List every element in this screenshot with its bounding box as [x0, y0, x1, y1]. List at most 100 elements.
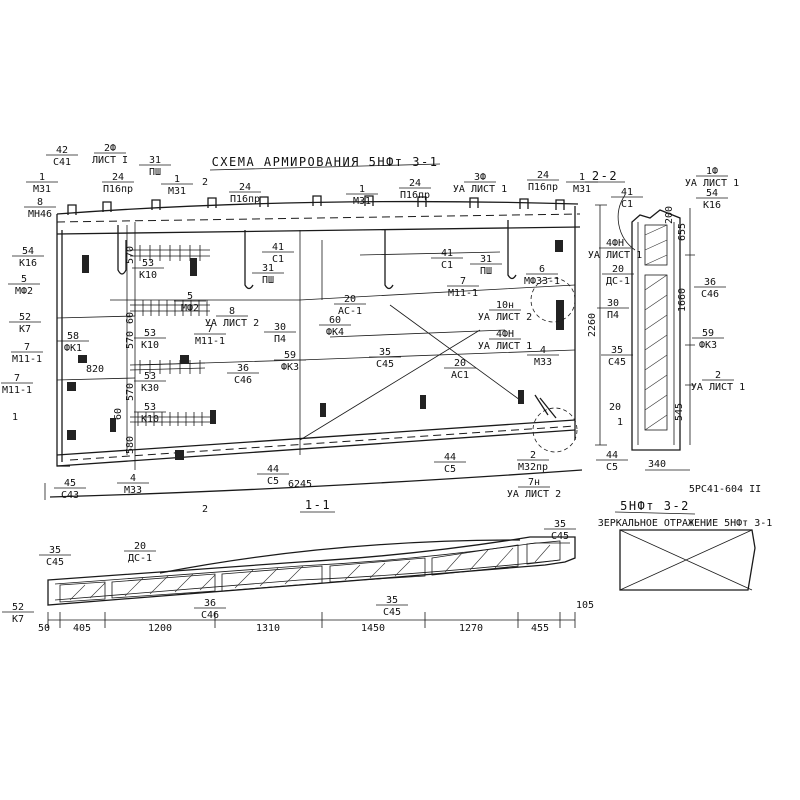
- dimension-value: 405: [73, 623, 91, 634]
- mesh-note: 5РС41-604 II: [689, 484, 761, 495]
- callout-mark: М31: [33, 184, 51, 195]
- callout-mark: ДС-1: [128, 553, 152, 564]
- embedded-plates: [67, 240, 564, 460]
- callout-number: 35: [554, 519, 566, 530]
- callout-number: 6: [539, 264, 545, 275]
- callout-mark: К7: [12, 614, 24, 625]
- callout-number: 41: [272, 242, 284, 253]
- callout-number: 30: [607, 298, 619, 309]
- callout-mark: АС-1: [338, 306, 362, 317]
- mirror-panel-title: 5НФт 3-2: [620, 499, 690, 513]
- callout-mark: ФК4: [326, 327, 344, 338]
- callout-number: 7: [207, 324, 213, 335]
- callout-mark: М11-1: [2, 385, 32, 396]
- callout-number: 35: [611, 345, 623, 356]
- callout-mark: П16пр: [400, 190, 430, 201]
- callout-mark: УА ЛИСТ 1: [685, 178, 739, 189]
- callout-number: 8: [229, 306, 235, 317]
- hooks: [117, 220, 557, 419]
- callout-mark: АС1: [451, 370, 469, 381]
- callout-number: 20: [612, 264, 624, 275]
- callout-number: 2: [715, 370, 721, 381]
- section-1-1: [47, 536, 576, 628]
- callout-number: 53: [142, 258, 154, 269]
- callout-mark: М31: [573, 184, 591, 195]
- callout-mark: К16: [19, 258, 37, 269]
- callout-mark: П16пр: [528, 182, 558, 193]
- dimension-value: 6245: [288, 479, 312, 490]
- callout-number: 5: [187, 291, 193, 302]
- callout-number: 54: [706, 188, 718, 199]
- callout-mark: УА ЛИСТ 2: [478, 312, 532, 323]
- dimension-value: 1200: [148, 623, 172, 634]
- dimension-value: 60: [125, 312, 136, 324]
- callout-number: 54: [22, 246, 34, 257]
- main-panel-elevation: [49, 195, 583, 498]
- cut-mark: 2: [202, 177, 208, 188]
- callout-number: 31: [480, 254, 492, 265]
- dimension-value: 1660: [677, 288, 688, 312]
- section-1-1-title: 1-1: [305, 498, 331, 512]
- dimension-value: 820: [86, 364, 104, 375]
- callout-mark: М33: [534, 357, 552, 368]
- callout-mark: К7: [19, 324, 31, 335]
- callout-mark: С1: [621, 199, 633, 210]
- callout-mark: УА ЛИСТ 1: [588, 250, 642, 261]
- callout-number: 20: [344, 294, 356, 305]
- callout-mark: С45: [551, 531, 569, 542]
- dimension-value: 545: [674, 403, 685, 421]
- callout-mark: УА ЛИСТ 2: [507, 489, 561, 500]
- callout-number: 4ФН: [496, 329, 514, 340]
- callout-number: 7: [14, 373, 20, 384]
- callout-mark: П16пр: [230, 194, 260, 205]
- dimension-value: 50: [38, 623, 50, 634]
- callout-mark: МФ2: [15, 286, 33, 297]
- callout-mark: С46: [234, 375, 252, 386]
- dimension-value: 200: [664, 206, 675, 224]
- section-2-2-title: 2-2: [592, 169, 618, 183]
- callout-number: 7: [24, 342, 30, 353]
- callout-number: 35: [386, 595, 398, 606]
- callout-number: 24: [239, 182, 251, 193]
- callout-number: 31: [149, 155, 161, 166]
- callout-mark: МН46: [28, 209, 52, 220]
- callout-number: 36: [704, 277, 716, 288]
- callout-mark: ФК3: [699, 340, 717, 351]
- callout-mark: К10: [139, 270, 157, 281]
- callout-mark: ФК1: [64, 343, 82, 354]
- callout-mark: К30: [141, 383, 159, 394]
- callout-number: 53: [144, 371, 156, 382]
- dimension-value: 20: [609, 402, 621, 413]
- callout-number: 24: [537, 170, 549, 181]
- callout-number: 53: [144, 328, 156, 339]
- callout-mark: М11-1: [12, 354, 42, 365]
- callout-mark: П16пр: [103, 184, 133, 195]
- callout-number: 42: [56, 145, 68, 156]
- dimension-value: 580: [125, 436, 136, 454]
- dimension-value: 455: [531, 623, 549, 634]
- callout-mark: М11-1: [448, 288, 478, 299]
- callout-number: 10н: [496, 300, 514, 311]
- drawing-title: СХЕМА АРМИРОВАНИЯ 5НФт 3-1: [212, 155, 439, 169]
- callout-number: 36: [204, 598, 216, 609]
- callout-mark: М11-1: [195, 336, 225, 347]
- callout-mark: С46: [701, 289, 719, 300]
- callout-number: 59: [284, 350, 296, 361]
- dimension-value: 60: [113, 408, 124, 420]
- callout-mark: М31: [353, 196, 371, 207]
- callout-mark: С1: [272, 254, 284, 265]
- callout-mark: С45: [383, 607, 401, 618]
- callout-number: 24: [409, 178, 421, 189]
- callout-number: 4: [130, 473, 136, 484]
- callout-number: 3Ф: [474, 172, 486, 183]
- callout-mark: С45: [46, 557, 64, 568]
- cut-mark: 2: [202, 504, 208, 515]
- callout-mark: М32пр: [518, 462, 548, 473]
- callout-mark: УА ЛИСТ 1: [453, 184, 507, 195]
- callout-mark: С5: [606, 462, 618, 473]
- callout-number: 60: [329, 315, 341, 326]
- cut-mark: 1: [12, 412, 18, 423]
- callout-mark: С45: [376, 359, 394, 370]
